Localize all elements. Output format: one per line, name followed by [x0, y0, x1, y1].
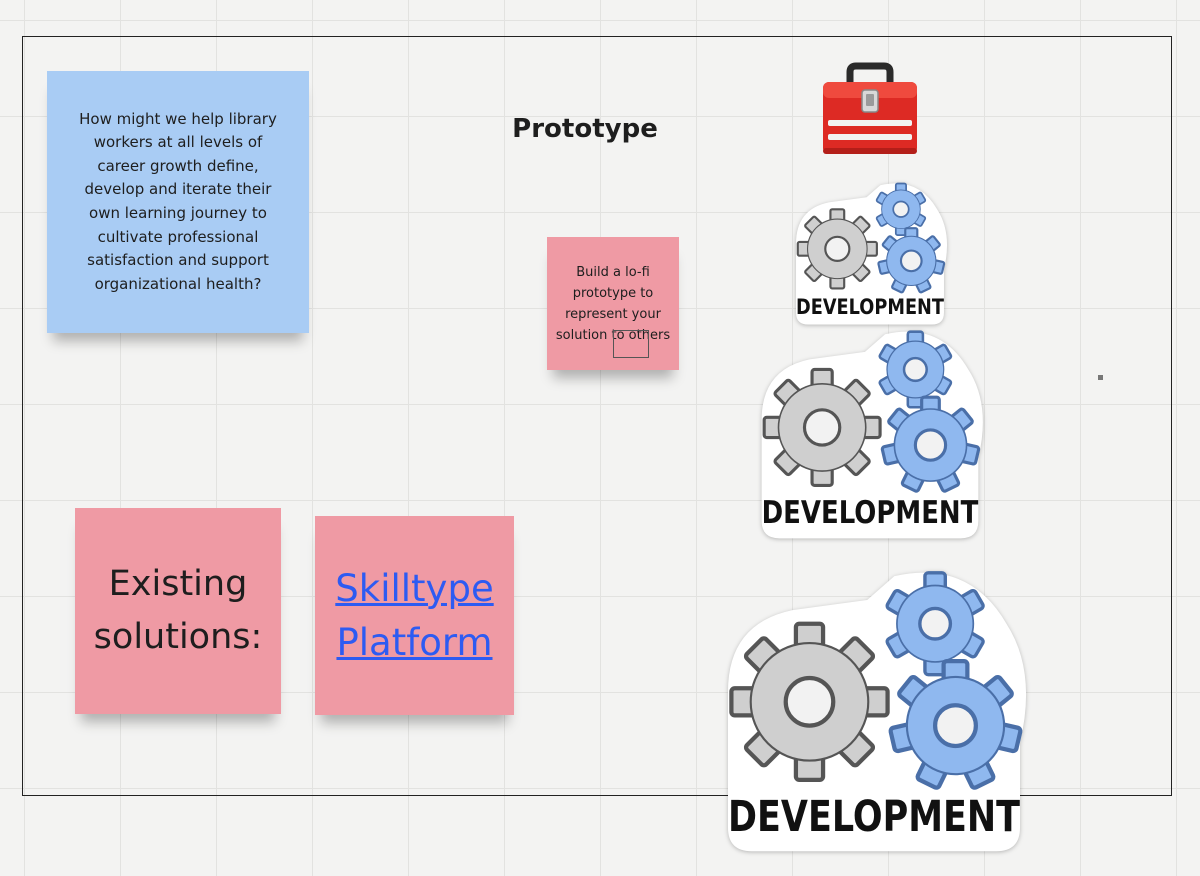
board-frame[interactable] — [22, 36, 1172, 796]
sticky-note-text: How might we help library workers at all… — [79, 109, 277, 293]
skilltype-platform-link[interactable]: Skilltype Platform — [335, 566, 494, 664]
toolbox-icon[interactable] — [820, 62, 920, 158]
development-label: DEVELOPMENT — [796, 295, 944, 320]
selection-box — [613, 330, 649, 358]
gears-icon — [796, 182, 946, 294]
development-sticker-small[interactable]: DEVELOPMENT — [784, 180, 956, 328]
sticky-note-text: Existing solutions: — [93, 564, 263, 657]
development-label: DEVELOPMENT — [762, 495, 979, 531]
development-label: DEVELOPMENT — [728, 793, 1020, 842]
gears-icon — [729, 571, 1023, 790]
gears-icon — [762, 330, 981, 493]
sticky-note-text: Build a lo-fi prototype to represent you… — [555, 264, 671, 343]
sticky-note-hmw[interactable]: How might we help library workers at all… — [47, 71, 309, 333]
development-sticker-medium[interactable]: DEVELOPMENT — [744, 326, 996, 544]
canvas-dot — [1098, 375, 1103, 380]
development-sticker-large[interactable]: DEVELOPMENT — [704, 566, 1044, 858]
sticky-note-skilltype[interactable]: Skilltype Platform — [315, 516, 514, 715]
frame-title[interactable]: Prototype — [512, 114, 658, 144]
sticky-note-existing-solutions[interactable]: Existing solutions: — [75, 508, 281, 714]
